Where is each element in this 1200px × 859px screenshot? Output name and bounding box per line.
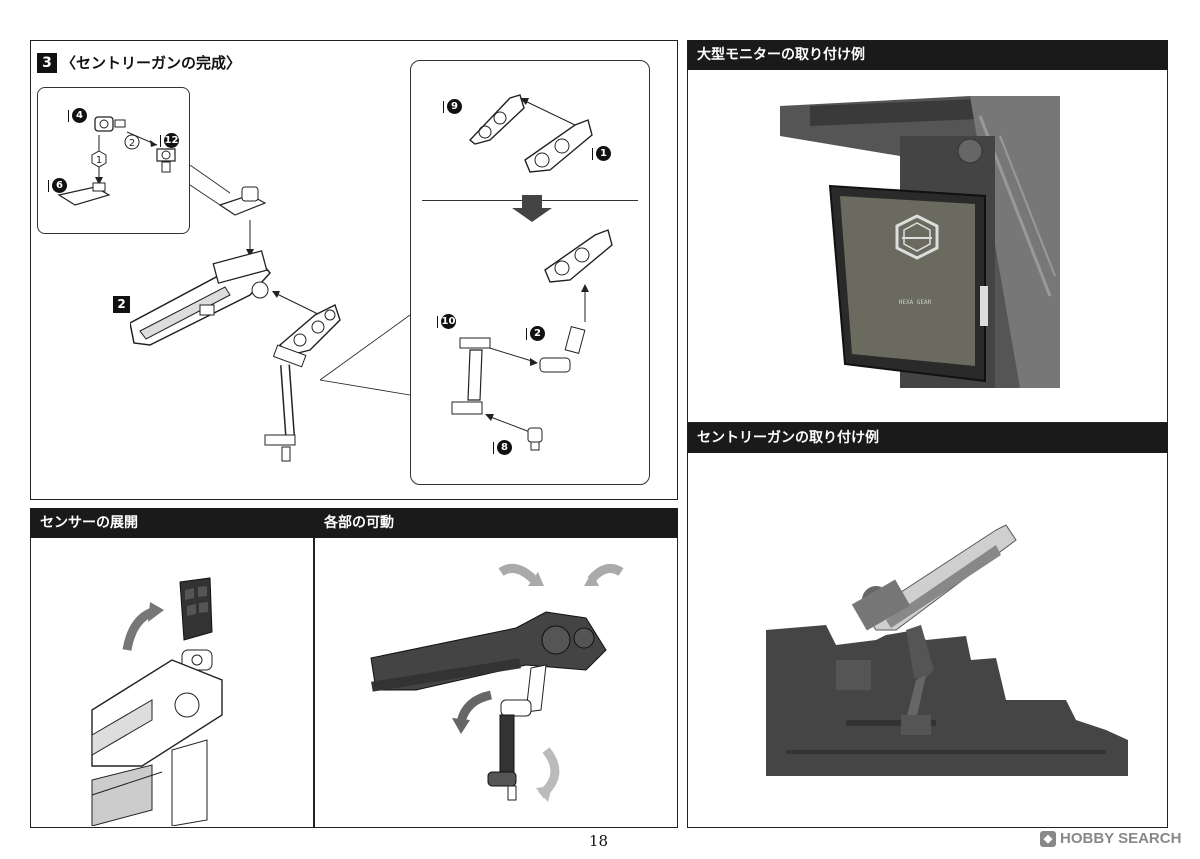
part-label-9: 9 [443, 99, 462, 114]
part-label-12: 12 [160, 133, 179, 148]
sequence-1: 1 [96, 155, 102, 166]
part-label-2-arm: 2 [526, 326, 545, 341]
brand-text: HOBBY SEARCH [1060, 830, 1182, 847]
part-label-8: 8 [493, 440, 512, 455]
monitor-example-header: 大型モニターの取り付け例 [687, 40, 1168, 70]
part-label-4: 4 [68, 108, 87, 123]
step-title: 3 〈セントリーガンの完成〉 [37, 52, 241, 73]
arm-assembly-drawing [451, 94, 613, 451]
step-title-text: 〈セントリーガンの完成〉 [61, 54, 242, 72]
monitor-example-photo: HEXA GEAR [770, 96, 1060, 388]
sensor-deploy-drawing [91, 577, 223, 826]
sequence-2: 2 [129, 138, 135, 149]
movement-header: 各部の可動 [314, 508, 678, 538]
sentry-example-photo [766, 520, 1128, 776]
sensor-deploy-header: センサーの展開 [30, 508, 314, 538]
gun-assembly-drawing [130, 165, 410, 462]
sensor-subassembly-drawing: 2 1 [57, 116, 176, 206]
part-label-1: 1 [592, 146, 611, 161]
monitor-logo-text: HEXA GEAR [899, 299, 932, 306]
part-label-2-main: 2 [113, 296, 130, 313]
sentry-example-header: セントリーガンの取り付け例 [687, 423, 1168, 453]
page-number: 18 [589, 832, 609, 850]
watermark-brand: ◆ HOBBY SEARCH [1040, 830, 1181, 847]
part-label-10: 10 [437, 314, 456, 329]
arm-assembly-inset [410, 60, 650, 485]
sensor-subassembly-inset [37, 87, 190, 234]
part-label-6: 6 [48, 178, 67, 193]
movement-drawing [370, 563, 624, 802]
brand-icon: ◆ [1040, 830, 1056, 847]
step-number: 3 [37, 52, 57, 73]
